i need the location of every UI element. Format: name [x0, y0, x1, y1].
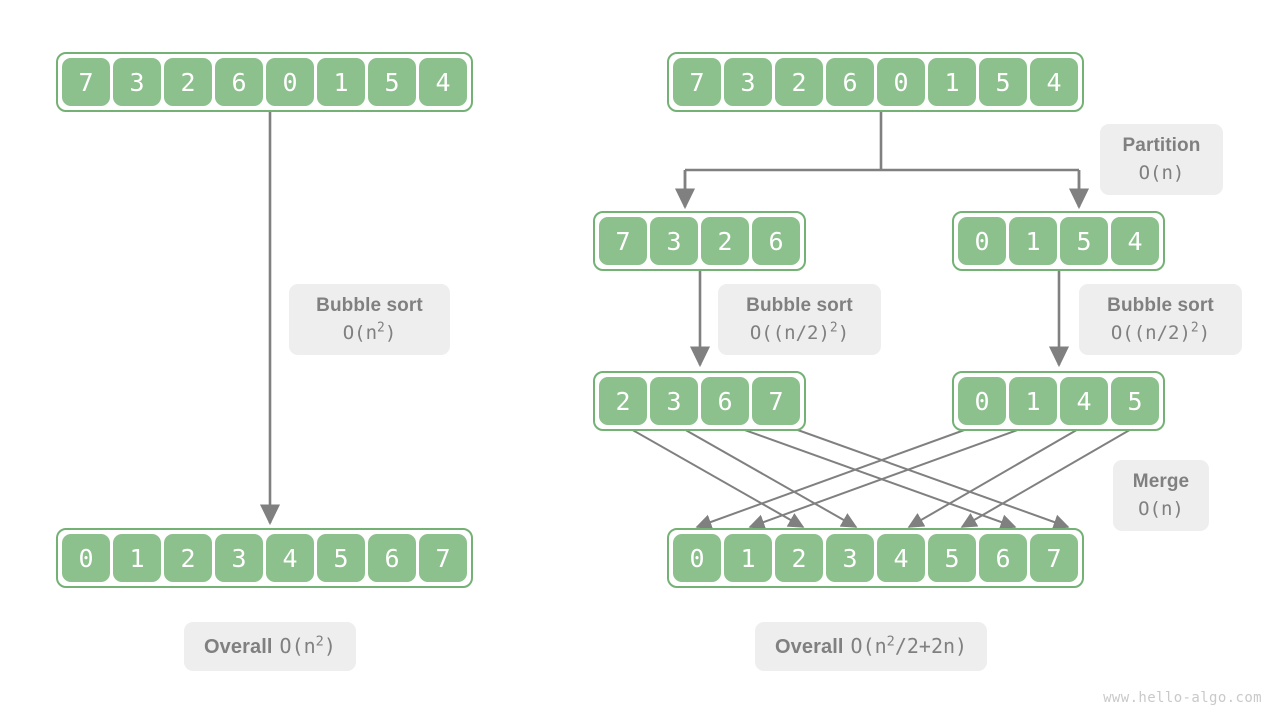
label-formula: O(n2) [279, 633, 336, 658]
array-cell: 5 [1060, 217, 1108, 265]
left-bubble-sort-label: Bubble sort O(n2) [289, 284, 450, 355]
label-formula: O(n2) [342, 320, 397, 344]
right-half-bubble-sort-label: Bubble sort O((n/2)2) [1079, 284, 1242, 355]
array-cell: 7 [62, 58, 110, 106]
array-cell: 1 [113, 534, 161, 582]
array-cell: 5 [979, 58, 1027, 106]
array-cell: 3 [215, 534, 263, 582]
array-cell: 7 [1030, 534, 1078, 582]
array-cell: 2 [164, 58, 212, 106]
array-cell: 1 [724, 534, 772, 582]
array-cell: 4 [1030, 58, 1078, 106]
label-formula: O(n) [1138, 162, 1185, 184]
merge-arrows-left-half [621, 423, 1070, 530]
array-cell: 6 [701, 377, 749, 425]
array-cell: 2 [701, 217, 749, 265]
array-cell: 5 [368, 58, 416, 106]
array-cell: 6 [215, 58, 263, 106]
array-cell: 3 [650, 377, 698, 425]
array-cell: 4 [1111, 217, 1159, 265]
array-cell: 3 [826, 534, 874, 582]
array-cell: 0 [958, 217, 1006, 265]
array-cell: 2 [599, 377, 647, 425]
array-cell: 0 [958, 377, 1006, 425]
merge-label: Merge O(n) [1113, 460, 1209, 531]
label-title: Bubble sort [746, 295, 853, 316]
partition-connector [674, 106, 1090, 210]
array-cell: 1 [928, 58, 976, 106]
array-cell: 3 [724, 58, 772, 106]
array-cell: 5 [1111, 377, 1159, 425]
array-cell: 6 [979, 534, 1027, 582]
right-overall-label: Overall O(n2/2+2n) [755, 622, 988, 671]
array-cell: 7 [599, 217, 647, 265]
array-cell: 4 [1060, 377, 1108, 425]
left-half-bubble-sort-label: Bubble sort O((n/2)2) [718, 284, 881, 355]
array-cell: 0 [62, 534, 110, 582]
label-title: Bubble sort [1107, 295, 1214, 316]
label-formula: O((n/2)2) [749, 320, 850, 344]
label-title: Merge [1132, 471, 1190, 492]
array-cell: 6 [752, 217, 800, 265]
array-cell: 0 [877, 58, 925, 106]
array-cell: 6 [826, 58, 874, 106]
watermark: www.hello-algo.com [1103, 690, 1262, 706]
array-cell: 3 [113, 58, 161, 106]
label-title: Overall [204, 636, 273, 658]
array-cell: 1 [317, 58, 365, 106]
array-cell: 2 [775, 58, 823, 106]
array-cell: 4 [877, 534, 925, 582]
array-cell: 2 [775, 534, 823, 582]
partition-label: Partition O(n) [1100, 124, 1223, 195]
label-title: Bubble sort [316, 295, 423, 316]
left-overall-label: Overall O(n2) [184, 622, 356, 671]
array-cell: 4 [266, 534, 314, 582]
array-cell: 7 [673, 58, 721, 106]
array-cell: 4 [419, 58, 467, 106]
array-cell: 0 [673, 534, 721, 582]
array-cell: 7 [419, 534, 467, 582]
array-cell: 6 [368, 534, 416, 582]
label-formula: O(n2/2+2n) [850, 633, 968, 658]
label-formula: O(n) [1138, 498, 1184, 520]
array-cell: 2 [164, 534, 212, 582]
array-cell: 7 [752, 377, 800, 425]
array-cell: 0 [266, 58, 314, 106]
merge-arrows-right-half [695, 423, 1141, 530]
array-cell: 5 [928, 534, 976, 582]
array-cell: 1 [1009, 377, 1057, 425]
array-cell: 3 [650, 217, 698, 265]
label-title: Overall [775, 636, 844, 658]
array-cell: 1 [1009, 217, 1057, 265]
label-title: Partition [1122, 135, 1201, 156]
label-formula: O((n/2)2) [1110, 320, 1211, 344]
array-cell: 5 [317, 534, 365, 582]
